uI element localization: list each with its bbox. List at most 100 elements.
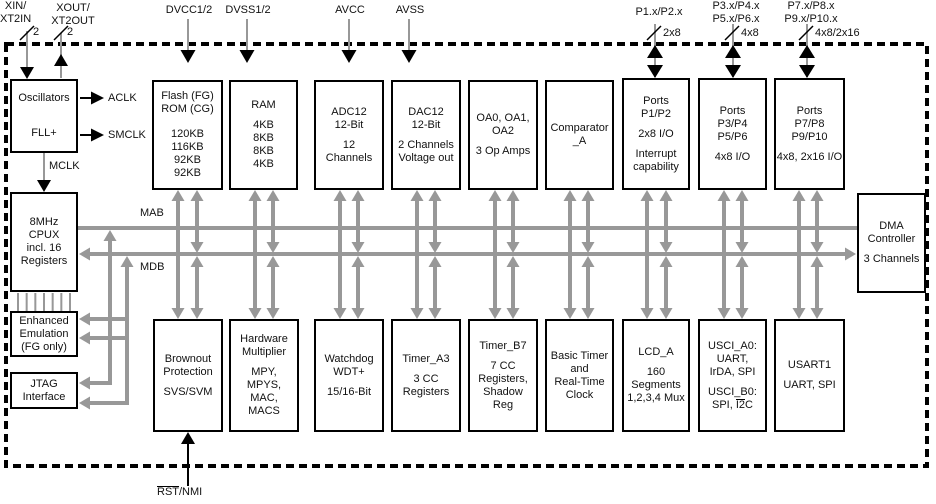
port710-pin-label: P7.x/P8.x P9.x/P10.x [766,0,856,26]
text-line: P3/P4 [717,117,748,130]
arrowhead [488,190,502,201]
xin-pin-line2: XT2IN [0,13,32,25]
text-line: Watchdog [324,352,374,365]
arrowhead [810,308,824,319]
arrowhead [506,242,520,253]
text-line: Registers, [478,372,528,385]
arrowhead [792,190,806,201]
emulation-jtag-arrowhead [79,312,90,326]
arrowhead [792,308,806,319]
mdb-tap-arrowhead [120,256,134,267]
text-line: Reg [492,398,514,411]
arrowhead [488,308,502,319]
text-line: 12 [342,138,356,151]
avcc-arrowhead [341,50,357,63]
xout-arrowhead [54,54,68,66]
text-line: Segments [631,379,681,391]
text-line: 12-Bit [411,118,441,131]
arrowhead [563,190,577,201]
text-line: Ports [719,104,746,117]
port710-arrowhead-down [799,65,815,78]
text-line: Timer_B7 [479,339,527,352]
text-line: Emulation [19,327,69,340]
port36-bus-width-label: 4x8 [741,27,759,39]
text-line: CPUX [28,229,60,241]
arrowhead [266,308,280,319]
text-line: 8KB [253,145,274,157]
text-line: 3 Op Amps [475,145,531,157]
xout-pin-line2: XT2OUT [51,15,95,27]
text-line: Brownout [164,352,212,365]
text-line: P1/P2 [641,107,671,120]
arrowhead [735,308,749,319]
arrowhead [428,190,442,201]
text-line: P7/P8 [794,117,825,130]
mclk-arrowhead [37,180,51,192]
port710-arrowhead-up [799,45,815,58]
text-line: 4x8 I/O [714,150,751,163]
text-line: P5/P6 [717,130,748,143]
emulation-jtag-arrowhead [79,396,90,410]
text-line: Ports [643,94,669,107]
port36-pin-line1: P3.x/P4.x [712,0,760,12]
port12-pin-label: P1.x/P2.x [635,6,683,18]
arrowhead [266,256,280,267]
text-line: Shadow [483,385,523,398]
arrowhead [410,190,424,201]
text-line: 120KB [170,128,205,140]
text-line: LCD_A [638,346,674,358]
text-line: Protection [163,365,213,378]
xout-bus-slash [53,25,69,41]
arrowhead [351,190,365,201]
arrowhead [581,242,595,253]
arrowhead [171,190,185,201]
port710-bus-slash [798,25,814,41]
arrowhead [428,256,442,267]
text-line: 4KB [253,119,274,131]
text-line: DAC12 [408,105,444,118]
text-line: Hardware [240,333,288,345]
arrowhead [333,308,347,319]
text-line: ADC12 [331,105,367,118]
xout-pin-label: XOUT/ XT2OUT [42,2,104,28]
text-line: Ports [796,104,823,117]
text-line: MPY, [251,366,277,378]
arrowhead [659,308,673,319]
arrowhead [190,256,204,267]
text-line: Basic Timer [550,349,609,362]
text-line: RAM [251,99,276,111]
i2c-overlined-text: I2 [735,398,746,411]
arrowhead [810,242,824,253]
arrowhead [717,190,731,201]
text-line: 7 CC [490,359,516,372]
text-line: SVS/SVM [163,385,213,398]
xout-pin-line1: XOUT/ [56,2,90,14]
arrowhead [351,308,365,319]
text-line: MACS [248,405,280,417]
text-line: UART, SPI [783,379,836,391]
arrowhead [581,190,595,201]
dvss-pin-label: DVSS1/2 [225,4,271,16]
port12-bus-width-label: 2x8 [663,27,681,39]
port710-pin-line2: P9.x/P10.x [784,13,838,25]
text-line: USART1 [787,359,832,371]
port36-arrowhead-down [725,65,741,78]
text-line: 2 Channels [398,138,454,151]
arrowhead [659,242,673,253]
arrowhead [190,242,204,253]
arrowhead [190,308,204,319]
arrowhead [266,242,280,253]
text-line: and [570,362,589,375]
mclk-label: MCLK [49,160,80,172]
avcc-pin-label: AVCC [335,4,365,16]
text-line: 3 CC [413,372,439,385]
